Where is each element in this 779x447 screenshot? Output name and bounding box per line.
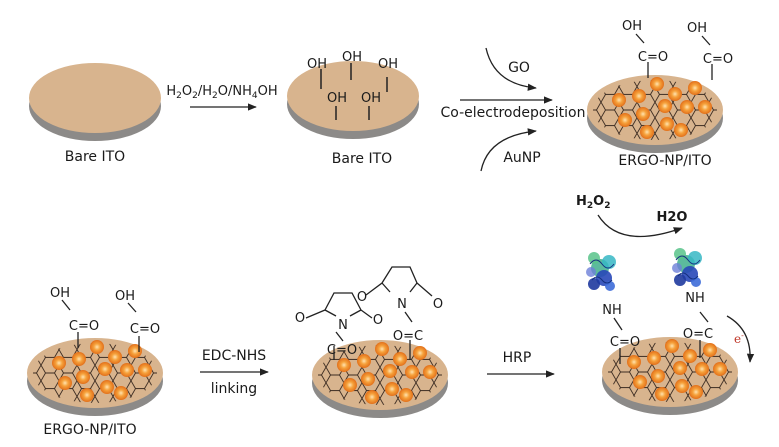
linking-label: linking	[211, 381, 257, 397]
nitrogen-atom: N	[397, 297, 407, 312]
oxygen-atom: O	[295, 311, 305, 326]
ergo-np-ito-disk-2: OH OH C=O C=O ERGO-NP/ITO	[27, 286, 163, 438]
oxygen-atom: O	[433, 297, 443, 312]
bare-ito-disk-1: Bare ITO	[29, 63, 161, 165]
ergo-np-ito-label-1: ERGO-NP/ITO	[618, 153, 711, 169]
edc-nhs-label: EDC-NHS	[202, 348, 266, 364]
oxygen-atom: O	[373, 313, 383, 328]
oh-group: OH	[115, 289, 135, 304]
carbonyl-group: C=O	[703, 52, 733, 67]
hrp-enzyme	[585, 251, 617, 292]
hrp-immobilized-disk: H2O2 H2O NH NH C=O O=C e-	[576, 194, 755, 415]
amide-nh-group: NH	[685, 291, 705, 306]
ergo-np-ito-label-2: ERGO-NP/ITO	[43, 422, 136, 438]
oh-group: OH	[307, 57, 327, 72]
electron-label: e-	[734, 331, 744, 346]
hrp-label: HRP	[503, 350, 532, 366]
edc-nhs-arrow: EDC-NHS linking	[200, 348, 269, 397]
h2o2-label: H2O2	[576, 194, 610, 211]
carbonyl-group: C=O	[638, 50, 668, 65]
treatment-reagent-label: H2O2/H2O/NH4OH	[166, 84, 277, 101]
oh-group: OH	[327, 91, 347, 106]
nitrogen-atom: N	[338, 318, 348, 333]
ergo-np-ito-disk-1: OH OH C=O C=O ERGO-NP/ITO	[587, 19, 733, 169]
oh-group: OH	[342, 50, 362, 65]
carbonyl-group: C=O	[327, 343, 357, 358]
oh-group: OH	[361, 91, 381, 106]
go-label: GO	[508, 60, 530, 76]
carbonyl-group: O=C	[683, 327, 713, 342]
hydroxylated-ito-disk: OH OH OH OH OH Bare ITO	[287, 50, 419, 167]
oxygen-atom: O	[357, 290, 367, 305]
carbonyl-group: C=O	[130, 322, 160, 337]
nhs-activated-disk: O O N C=O O O N O=C	[295, 266, 448, 418]
oh-group: OH	[50, 286, 70, 301]
bare-ito-label-2: Bare ITO	[332, 151, 392, 167]
co-electrodeposition-arrows: GO Co-electrodeposition AuNP	[441, 47, 586, 172]
h2o-label: H2O	[657, 210, 688, 225]
aunp-label: AuNP	[503, 150, 540, 166]
oh-group: OH	[378, 57, 398, 72]
carbonyl-group: O=C	[393, 329, 423, 344]
carbonyl-group: C=O	[69, 319, 99, 334]
oh-group: OH	[687, 21, 707, 36]
carbonyl-group: C=O	[610, 335, 640, 350]
bare-ito-label-1: Bare ITO	[65, 149, 125, 165]
oh-group: OH	[622, 19, 642, 34]
hrp-arrow: HRP	[487, 350, 555, 378]
amide-nh-group: NH	[602, 303, 622, 318]
hrp-enzyme	[671, 247, 703, 288]
piranha-treatment-arrow: H2O2/H2O/NH4OH	[166, 84, 278, 111]
co-electrodeposition-label: Co-electrodeposition	[441, 105, 586, 121]
